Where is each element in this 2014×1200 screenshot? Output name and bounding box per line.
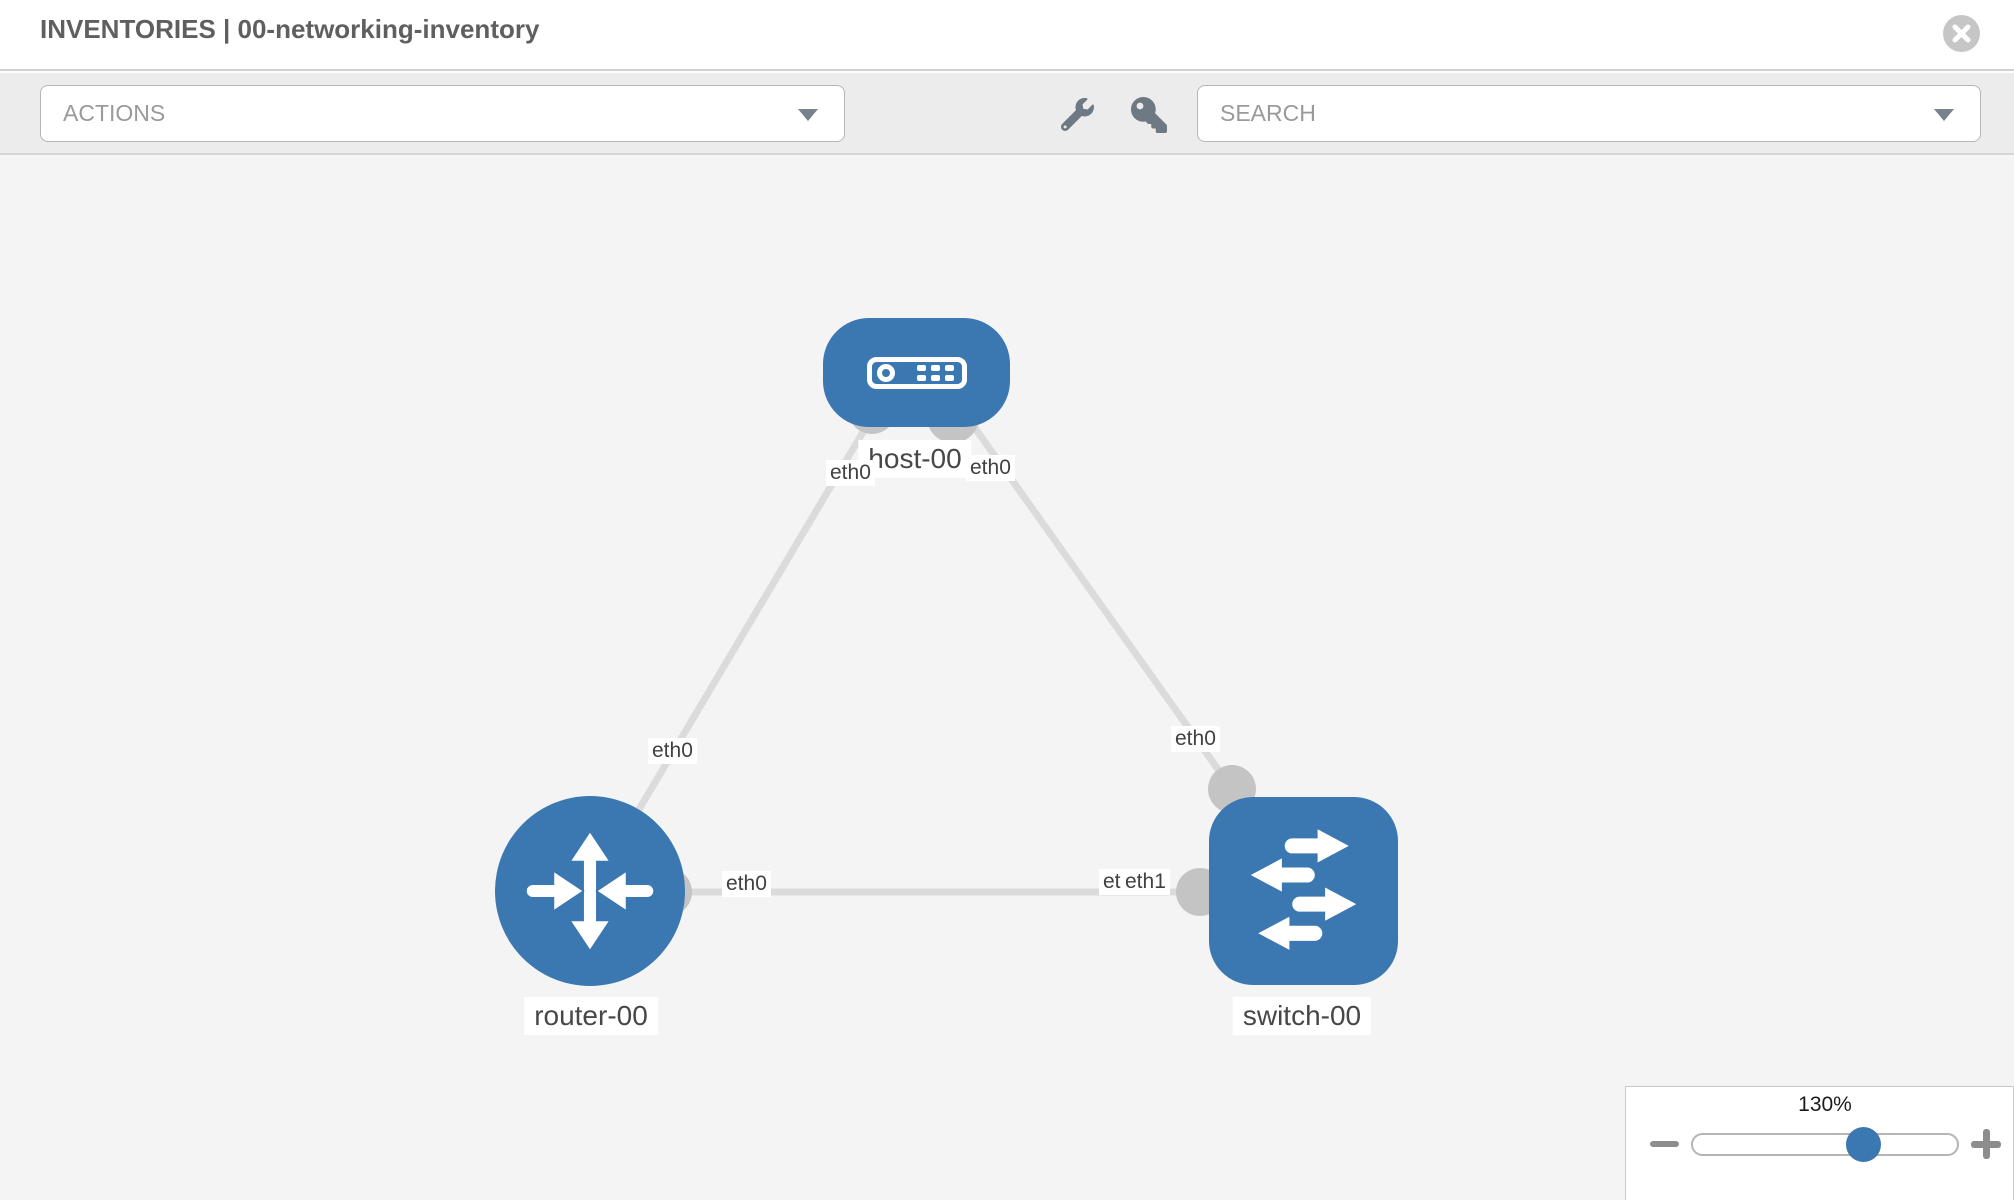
zoom-slider-track[interactable] — [1691, 1133, 1959, 1156]
zoom-out-button[interactable] — [1650, 1141, 1679, 1147]
toolbar: ACTIONS — [0, 73, 2014, 155]
interface-label-host-left: eth0 — [826, 460, 875, 486]
page-title: INVENTORIES | 00-networking-inventory — [40, 14, 540, 44]
node-switch-00[interactable] — [1209, 797, 1398, 985]
zoom-control-panel: 130% — [1625, 1086, 2014, 1200]
node-label-switch: switch-00 — [1232, 997, 1372, 1035]
topology-canvas[interactable]: host-00 router-00 switch-00 eth0 eth0 et… — [0, 155, 2014, 1200]
node-label-host: host-00 — [858, 440, 972, 478]
wrench-icon — [1061, 98, 1094, 131]
chevron-down-icon — [1934, 109, 1954, 121]
node-host-00[interactable] — [823, 318, 1010, 427]
node-router-00[interactable] — [495, 796, 685, 986]
host-icon — [866, 356, 967, 389]
close-button[interactable] — [1943, 15, 1980, 52]
switch-icon — [1250, 829, 1357, 950]
actions-dropdown[interactable]: ACTIONS — [40, 85, 845, 142]
router-icon — [526, 832, 654, 950]
zoom-level-value: 130% — [1798, 1093, 1852, 1116]
interface-label-router-switch-near-router: eth0 — [722, 871, 771, 897]
interface-label-host-right: eth0 — [966, 455, 1015, 481]
interface-label-switch-host-link: eth0 — [1171, 726, 1220, 752]
node-label-router: router-00 — [524, 997, 658, 1035]
key-icon — [1131, 97, 1167, 133]
actions-dropdown-label: ACTIONS — [63, 100, 166, 126]
zoom-slider-handle[interactable] — [1846, 1127, 1881, 1162]
window-header: INVENTORIES | 00-networking-inventory — [0, 0, 2014, 71]
zoom-in-button[interactable] — [1971, 1129, 2001, 1159]
close-icon — [1952, 24, 1971, 43]
interface-label-router-switch-eth1: eth1 — [1121, 869, 1170, 895]
search-dropdown — [1197, 85, 1981, 142]
search-input[interactable] — [1198, 86, 1920, 141]
key-button[interactable] — [1131, 97, 1167, 133]
configure-button[interactable] — [1061, 98, 1094, 131]
interface-label-router-host-link: eth0 — [648, 738, 697, 764]
chevron-down-icon — [798, 109, 818, 121]
